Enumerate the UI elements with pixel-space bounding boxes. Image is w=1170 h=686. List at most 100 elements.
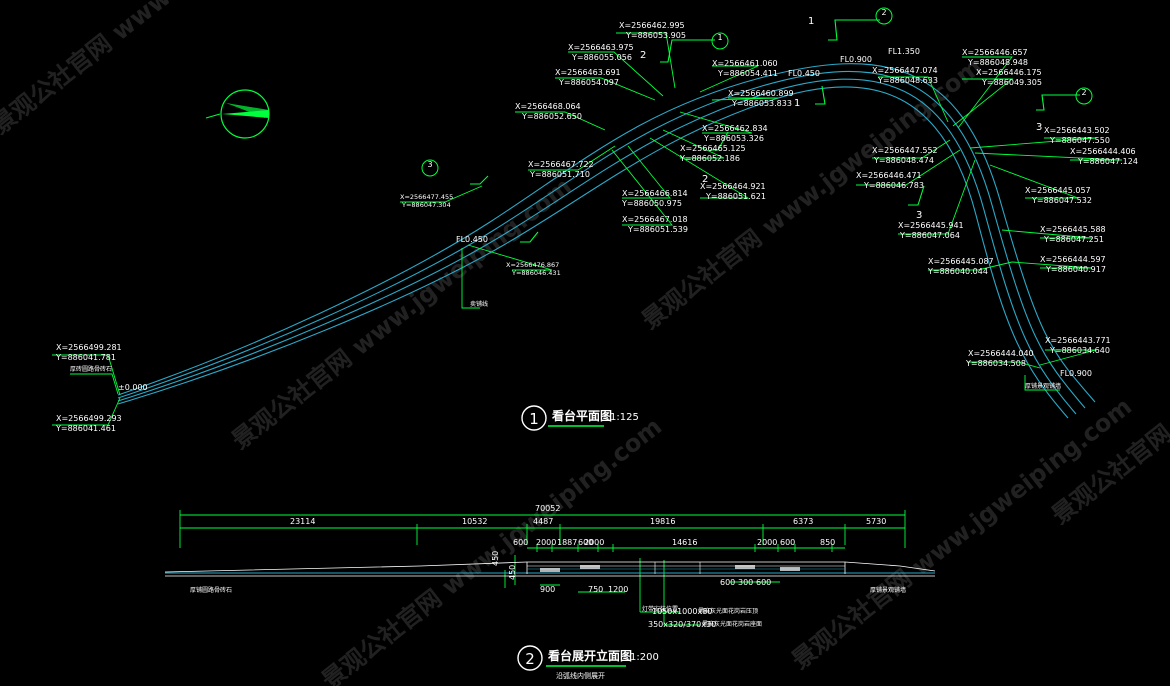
coord-x: X=2566446.657 xyxy=(962,48,1028,57)
coord-x: X=2566443.502 xyxy=(1044,126,1110,135)
coord-x: X=2566461.060 xyxy=(712,59,778,68)
leader-line xyxy=(1011,261,1093,269)
section-marks xyxy=(470,19,1080,243)
coord-x: X=2566445.941 xyxy=(898,221,964,230)
coord-x: X=2566463.975 xyxy=(568,43,634,52)
section-cut xyxy=(815,85,826,105)
coord-x: X=2566460.899 xyxy=(728,89,794,98)
coord-x: X=2566445.588 xyxy=(1040,225,1106,234)
dim-row2: 600 xyxy=(513,538,528,547)
leader-line xyxy=(969,137,1097,149)
plan-leaders xyxy=(52,32,1123,426)
elevation-note: 厚铺圆路骨砖石 xyxy=(190,586,232,594)
leader-line xyxy=(1001,229,1093,239)
leader-line xyxy=(467,244,553,271)
section-cut xyxy=(1036,94,1080,111)
coord-x: X=2566444.597 xyxy=(1040,255,1106,264)
coord-y: Y=886041.461 xyxy=(55,424,116,433)
coord-x: X=2566466.814 xyxy=(622,189,688,198)
section-cut xyxy=(908,185,925,206)
dim-low: 300 xyxy=(738,578,753,587)
coord-y: Y=886047.251 xyxy=(1043,235,1104,244)
dim-low: 600 xyxy=(720,578,735,587)
leader-line xyxy=(952,78,1014,127)
leader-line xyxy=(989,164,1079,199)
coord-x: X=2566446.471 xyxy=(856,171,922,180)
coord-y: Y=886048.633 xyxy=(877,76,938,85)
coord-x: X=2566445.087 xyxy=(928,257,994,266)
leader-line xyxy=(957,56,1013,129)
curve-2 xyxy=(117,70,1086,409)
coord-y: Y=886050.975 xyxy=(621,199,682,208)
level-label: FL0.900 xyxy=(1060,369,1092,378)
coord-y: Y=886051.621 xyxy=(705,192,766,201)
coord-x: X=2566446.175 xyxy=(976,68,1042,77)
elevation-notes: 厚铺圆路骨砖石 厚铺景观铺墙 灯带安装位置 1050x1000x80 350x3… xyxy=(190,586,906,629)
watermark-text: 景观公社官网 www.jgweiping.com xyxy=(0,0,337,140)
coord-y: Y=886049.305 xyxy=(981,78,1042,87)
leader-line xyxy=(400,185,483,203)
plan-note: 卖铺线 xyxy=(470,300,488,308)
coord-x: X=2566463.691 xyxy=(555,68,621,77)
leader-line xyxy=(461,248,480,309)
leader-line xyxy=(968,361,1041,369)
reference-bubble: 1 xyxy=(711,32,729,50)
section-number: 2 xyxy=(702,174,708,185)
leader-line xyxy=(515,111,606,131)
coord-y: Y=886055.056 xyxy=(571,53,632,62)
coord-y: Y=886041.781 xyxy=(55,353,116,362)
coord-x: X=2566447.552 xyxy=(872,146,938,155)
dim-row1: 19816 xyxy=(650,517,675,526)
coord-y: Y=886047.124 xyxy=(1077,157,1138,166)
leader-line xyxy=(616,32,676,89)
dim-low: 750 xyxy=(588,585,603,594)
elevation-title-number: 2 xyxy=(525,650,535,668)
section-number: 3 xyxy=(1036,122,1042,133)
elevation-scale: 1:200 xyxy=(630,652,659,663)
leader-line xyxy=(878,76,949,123)
elevation-note: 灯带安装位置 xyxy=(642,605,678,613)
coord-y: Y=886053.905 xyxy=(625,31,686,40)
coord-y: Y=886054.097 xyxy=(558,78,619,87)
coord-y: Y=886053.833 xyxy=(731,99,792,108)
section-cut xyxy=(470,175,489,185)
dim-row2: 600 xyxy=(780,538,795,547)
svg-text:1: 1 xyxy=(717,33,722,42)
coord-y: Y=886054.411 xyxy=(717,69,778,78)
leader-line xyxy=(649,137,750,199)
plan-bubbles: 2 1 3 2 xyxy=(421,7,1093,177)
svg-text:2: 2 xyxy=(881,8,886,17)
leader-line xyxy=(699,65,759,93)
coord-x: X=2566476.867 xyxy=(506,261,559,269)
leader-line xyxy=(568,51,664,97)
coord-x: X=2566465.125 xyxy=(680,144,746,153)
leader-line xyxy=(662,129,725,159)
dim-row2: 14616 xyxy=(672,538,697,547)
leader-line xyxy=(1024,375,1060,391)
leader-line xyxy=(928,261,1013,271)
leader-line xyxy=(52,397,121,426)
coord-y: Y=886051.539 xyxy=(627,225,688,234)
dim-low: 900 xyxy=(540,585,555,594)
coord-x: X=2566462.834 xyxy=(702,124,768,133)
coord-y: Y=886052.186 xyxy=(679,154,740,163)
section-cut xyxy=(520,231,539,243)
coord-y: Y=886046.783 xyxy=(863,181,924,190)
coord-y: Y=886046.431 xyxy=(511,269,561,277)
dim-total: 70052 xyxy=(535,504,560,513)
dim-row2: 2000 xyxy=(757,538,777,547)
coord-x: X=2566444.040 xyxy=(968,349,1034,358)
level-label: FL1.350 xyxy=(888,47,920,56)
curve-outer xyxy=(117,63,1096,403)
section-number: 2 xyxy=(640,50,646,61)
coord-y: Y=886047.064 xyxy=(899,231,960,240)
plan-scale: 1:125 xyxy=(610,412,639,423)
dim-low: 450 xyxy=(491,551,500,566)
watermark-text: 景观公社官网 www.jgweiping.com xyxy=(1046,247,1170,530)
level-label: FL0.450 xyxy=(788,69,820,78)
coord-y: Y=886048.474 xyxy=(873,156,934,165)
elevation-note: 厚铺景观铺墙 xyxy=(870,586,906,594)
dim-row1: 23114 xyxy=(290,517,315,526)
plan-title-number: 1 xyxy=(529,410,539,428)
coord-x: X=2566445.057 xyxy=(1025,186,1091,195)
